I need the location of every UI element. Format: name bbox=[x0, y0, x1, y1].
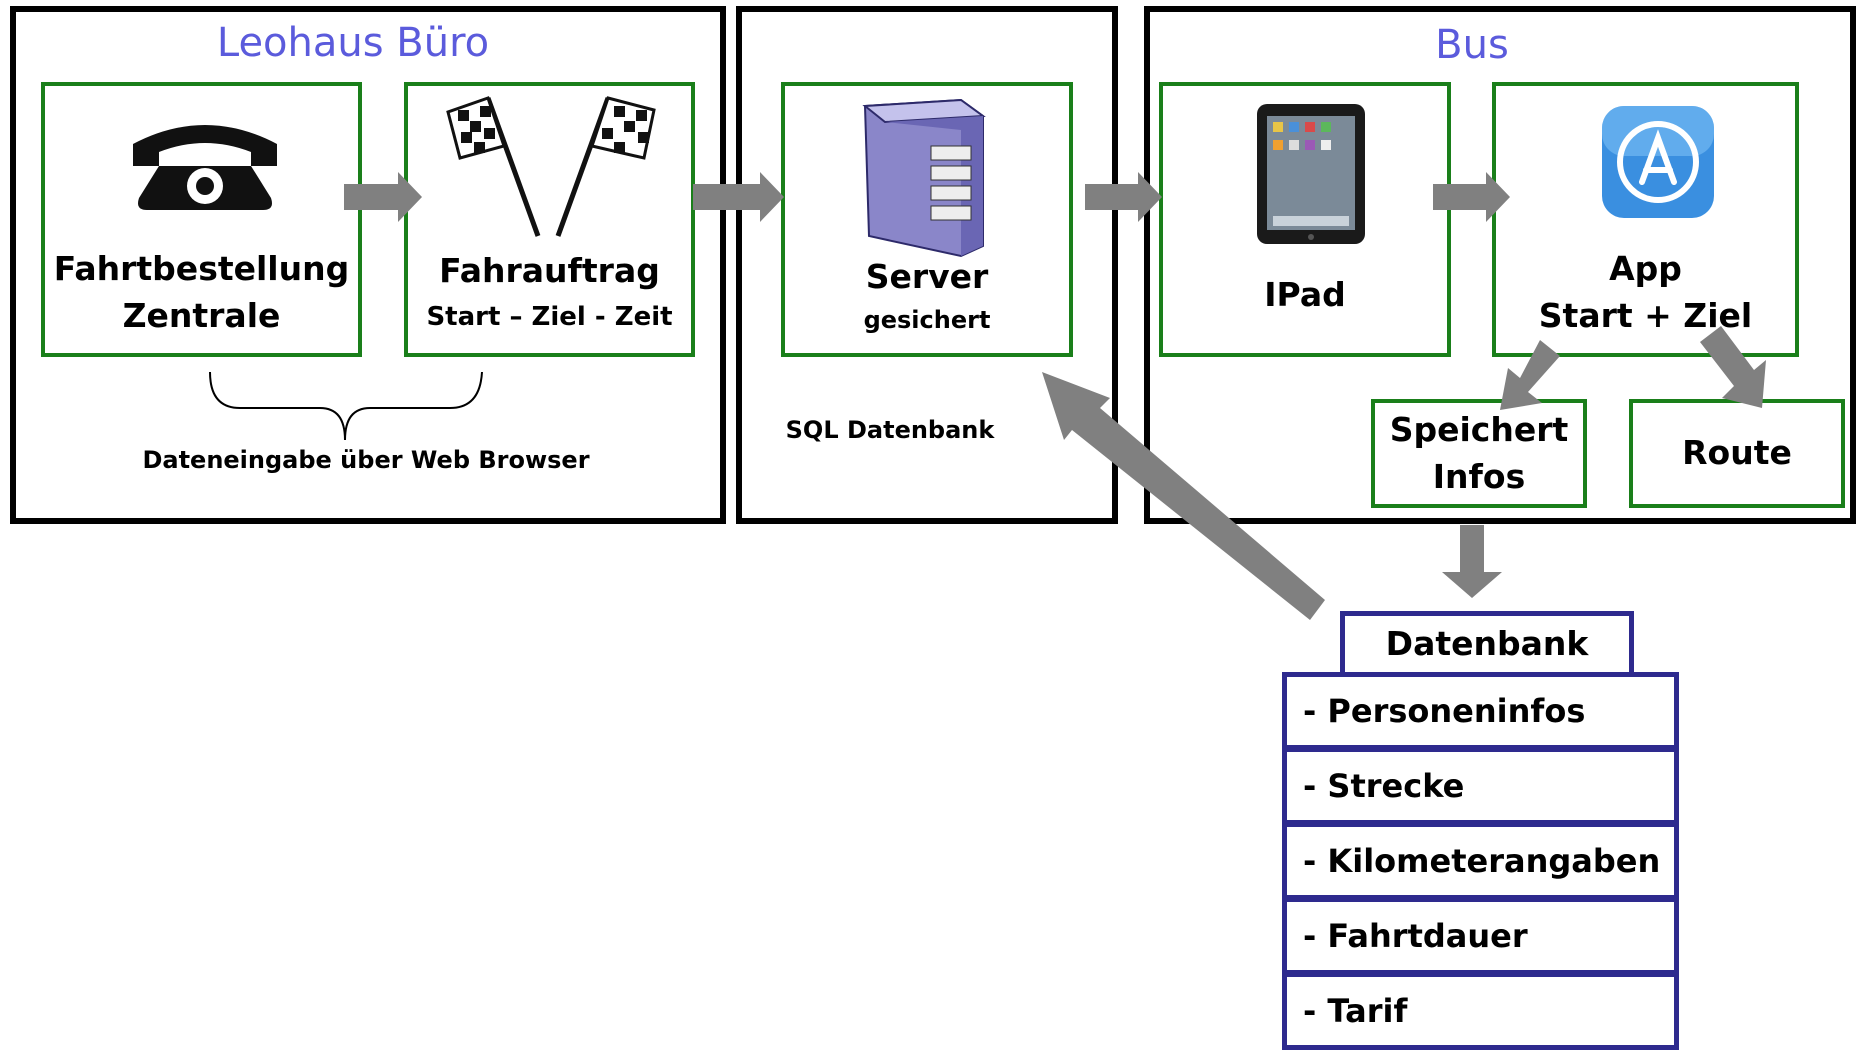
arrow-store-to-database bbox=[1442, 525, 1502, 598]
node-ipad: IPad bbox=[1159, 82, 1451, 357]
trip-line1: Fahrauftrag bbox=[439, 251, 660, 290]
telephone-icon bbox=[133, 125, 277, 210]
office-caption: Dateneingabe über Web Browser bbox=[142, 446, 590, 474]
office-section bbox=[10, 6, 726, 524]
server-caption: SQL Datenbank bbox=[785, 416, 995, 444]
route-line1: Route bbox=[1682, 433, 1792, 473]
node-store: Speichert Infos bbox=[1371, 399, 1587, 508]
ipad-line1: IPad bbox=[1264, 275, 1346, 314]
node-server: Server gesichert bbox=[781, 82, 1073, 357]
database-header: Datenbank bbox=[1340, 611, 1634, 677]
server-line2: gesichert bbox=[863, 306, 991, 334]
database-row: - Personeninfos bbox=[1282, 672, 1679, 750]
database-row: - Kilometerangaben bbox=[1282, 822, 1679, 900]
app-store-icon bbox=[1602, 106, 1714, 218]
store-line2: Infos bbox=[1432, 456, 1526, 496]
database-row-label: - Fahrtdauer bbox=[1303, 917, 1528, 955]
node-order: Fahrtbestellung Zentrale bbox=[41, 82, 362, 357]
office-title: Leohaus Büro bbox=[216, 20, 490, 66]
server-tower-icon bbox=[862, 98, 986, 258]
checkered-flags-icon bbox=[446, 96, 656, 237]
node-route: Route bbox=[1629, 399, 1845, 508]
trip-line2: Start – Ziel - Zeit bbox=[426, 302, 673, 332]
database-row: - Tarif bbox=[1282, 972, 1679, 1050]
store-line1: Speichert bbox=[1389, 410, 1569, 450]
database-row-label: - Kilometerangaben bbox=[1303, 842, 1661, 880]
database-row-label: - Strecke bbox=[1303, 767, 1465, 805]
server-section bbox=[736, 6, 1118, 524]
bus-section bbox=[1144, 6, 1856, 524]
database-row-label: - Personeninfos bbox=[1303, 692, 1586, 730]
database-title: Datenbank bbox=[1385, 623, 1589, 663]
server-line1: Server bbox=[865, 257, 989, 296]
bus-title: Bus bbox=[1435, 22, 1509, 68]
node-app: App Start + Ziel bbox=[1492, 82, 1799, 357]
database-row: - Strecke bbox=[1282, 747, 1679, 825]
node-trip: Fahrauftrag Start – Ziel - Zeit bbox=[404, 82, 695, 357]
database-row: - Fahrtdauer bbox=[1282, 897, 1679, 975]
order-line2: Zentrale bbox=[122, 296, 281, 335]
app-line1: App bbox=[1609, 249, 1682, 288]
database-row-label: - Tarif bbox=[1303, 992, 1408, 1030]
tablet-icon bbox=[1257, 104, 1365, 244]
app-line2: Start + Ziel bbox=[1538, 296, 1753, 335]
order-line1: Fahrtbestellung bbox=[53, 249, 350, 288]
